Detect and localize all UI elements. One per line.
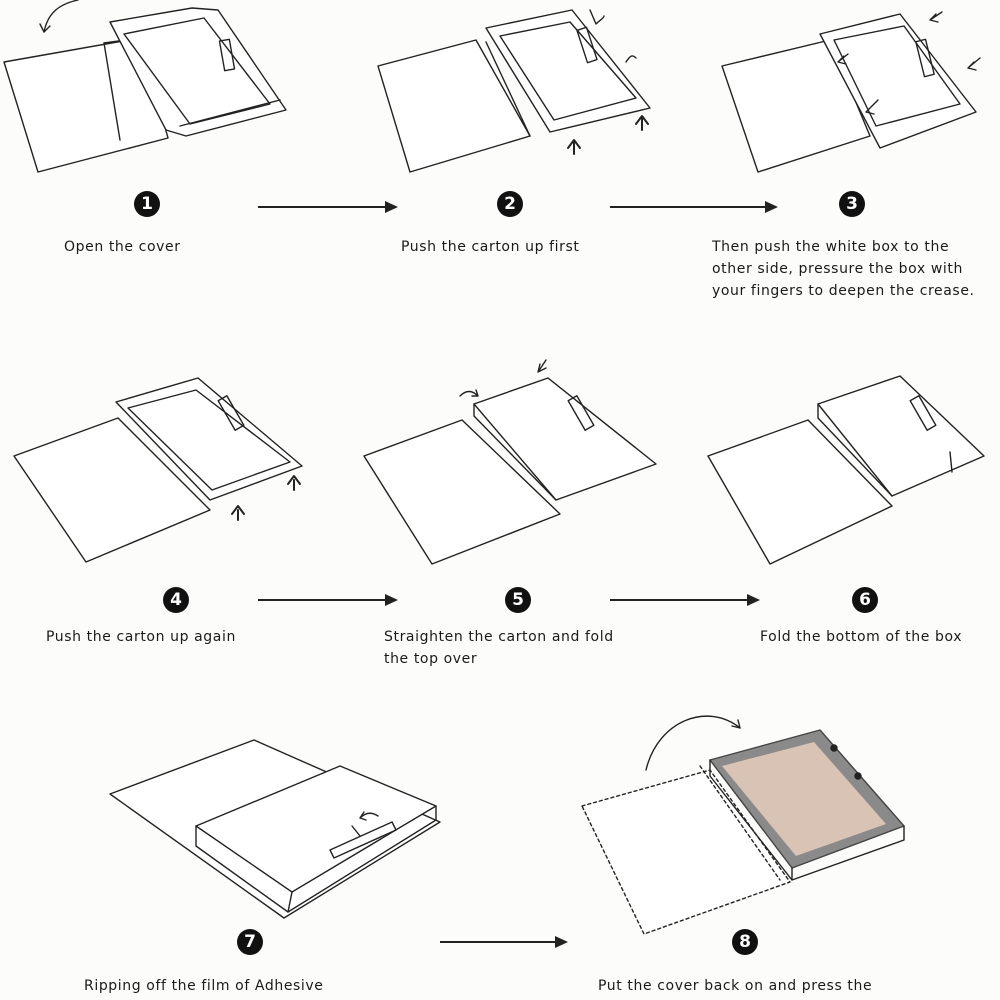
step-4-caption: Push the carton up again	[46, 629, 236, 645]
step-6-illustration	[707, 375, 985, 565]
step-4-illustration	[13, 377, 303, 563]
step-5-caption: Straighten the carton and fold the top o…	[384, 629, 614, 667]
step-7-illustration	[109, 739, 441, 919]
step-2-number-badge: 2	[497, 191, 523, 217]
step-1-caption: Open the cover	[64, 239, 181, 255]
step-8-number-badge: 8	[732, 929, 758, 955]
step-4-number-badge: 4	[163, 587, 189, 613]
step-1-illustration	[3, 0, 287, 173]
step-3-illustration	[721, 11, 981, 173]
right-arrow-icon	[258, 594, 398, 606]
right-arrow-icon	[610, 201, 778, 213]
step-8-caption: Put the cover back on and press the	[598, 978, 873, 994]
step-7-number-badge: 7	[237, 929, 263, 955]
step-8-illustration	[581, 715, 905, 935]
step-1-number-badge: 1	[134, 191, 160, 217]
step-6-caption: Fold the bottom of the box	[760, 629, 963, 645]
step-3-number-badge: 3	[839, 191, 865, 217]
step-2-caption: Push the carton up first	[401, 239, 580, 255]
step-5-illustration	[363, 359, 657, 565]
step-2-illustration	[377, 9, 651, 173]
right-arrow-icon	[440, 936, 568, 948]
step-7-caption: Ripping off the film of Adhesive	[84, 978, 324, 994]
step-5-number-badge: 5	[505, 587, 531, 613]
right-arrow-icon	[258, 201, 398, 213]
step-6-number-badge: 6	[852, 587, 878, 613]
right-arrow-icon	[610, 594, 760, 606]
step-3-caption: Then push the white box to the other sid…	[712, 239, 975, 299]
